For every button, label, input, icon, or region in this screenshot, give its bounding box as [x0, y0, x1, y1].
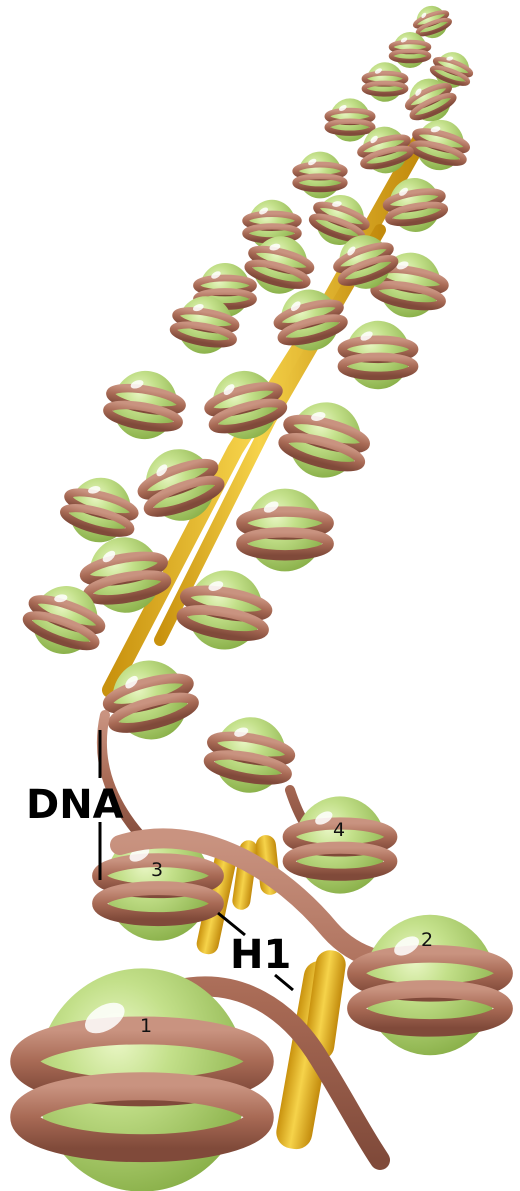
nucleosome-label-3: 3: [151, 859, 163, 881]
nucleosome-label-2: 2: [421, 929, 433, 951]
dna-label: DNA: [26, 782, 124, 828]
chromatin-fiber: [19, 1, 476, 799]
h1-label: H1: [230, 932, 291, 978]
nucleosome-label-1: 1: [140, 1015, 152, 1037]
nucleosome-4: [289, 796, 392, 893]
nucleosome-label-4: 4: [333, 819, 345, 841]
nucleosome-1: [24, 968, 260, 1191]
